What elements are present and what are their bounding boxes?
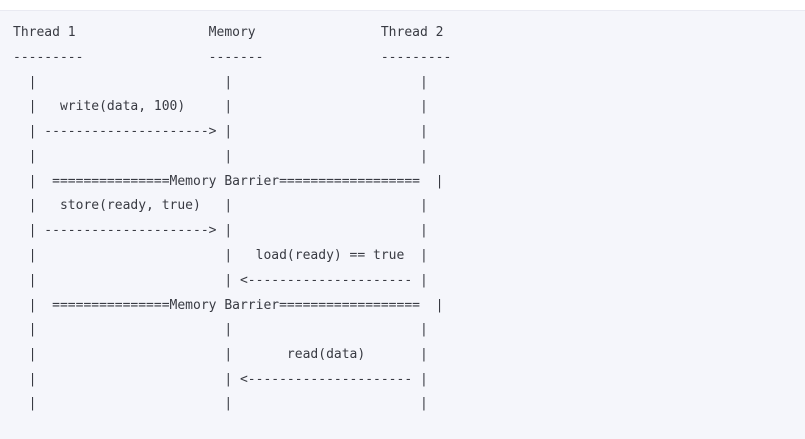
write-arrow-line: | ---------------------> | |: [13, 124, 428, 139]
code-block: Thread 1 Memory Thread 2 --------- -----…: [0, 10, 805, 439]
read-message-line: | | read(data) |: [13, 347, 428, 362]
read-arrow-line: | | <--------------------- |: [13, 372, 428, 387]
header-underline-line: --------- ------- ---------: [13, 50, 452, 65]
lifeline-line: | | |: [13, 75, 428, 90]
load-message-line: | | load(ready) == true |: [13, 248, 428, 263]
write-message-line: | write(data, 100) | |: [13, 99, 428, 114]
lifeline-line: | | |: [13, 322, 428, 337]
memory-barrier-line: | ===============Memory Barrier=========…: [13, 298, 444, 313]
lifeline-line: | | |: [13, 396, 428, 411]
store-arrow-line: | ---------------------> | |: [13, 223, 428, 238]
store-message-line: | store(ready, true) | |: [13, 198, 428, 213]
header-labels-line: Thread 1 Memory Thread 2: [13, 25, 444, 40]
memory-barrier-line: | ===============Memory Barrier=========…: [13, 174, 444, 189]
load-arrow-line: | | <--------------------- |: [13, 273, 428, 288]
lifeline-line: | | |: [13, 149, 428, 164]
